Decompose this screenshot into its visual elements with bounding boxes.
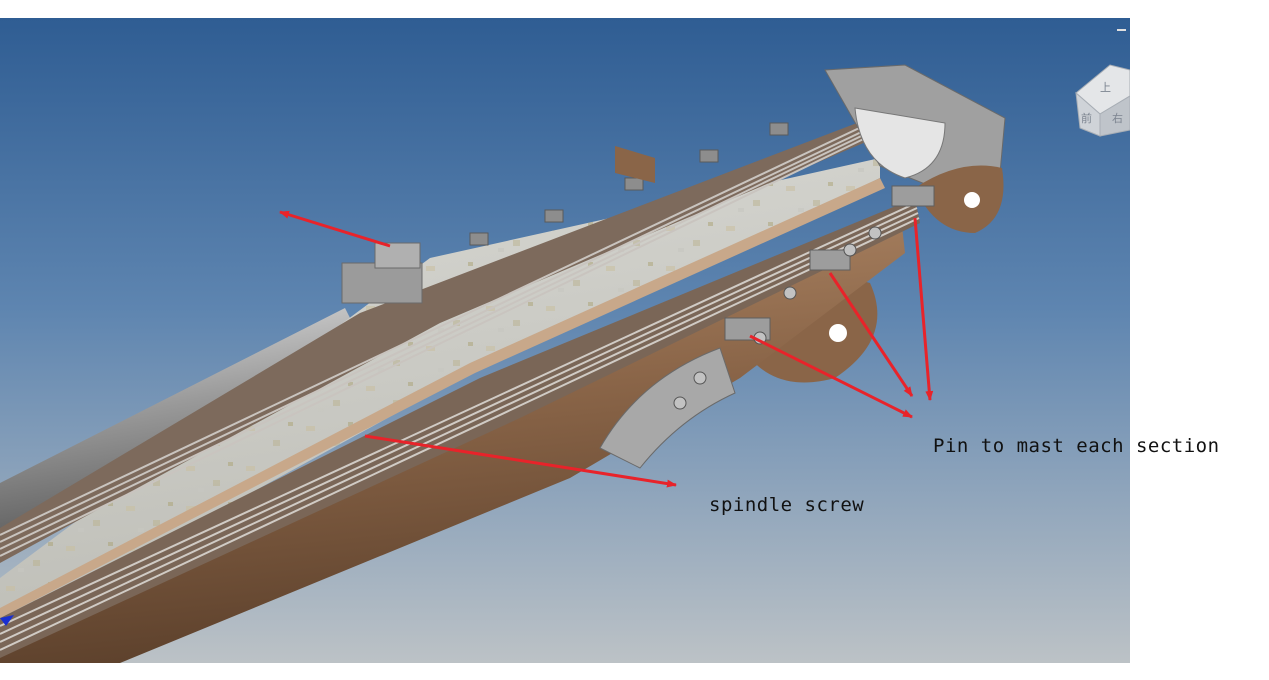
view-cube-top-label: 上 [1100, 81, 1111, 94]
lower-rail-layers [0, 202, 920, 651]
view-cube-front-label: 前 [1081, 111, 1092, 125]
arrow-pin-3 [913, 217, 934, 401]
inner-tube-strip [0, 178, 885, 618]
cad-viewport[interactable]: 上 前 右 [0, 18, 1130, 663]
upper-bracket-fins [615, 146, 655, 183]
upper-rail-assembly [0, 118, 880, 563]
view-cube-right[interactable] [1099, 95, 1130, 137]
coordinate-triad-icon [0, 615, 14, 626]
upper-rail-bolts [469, 122, 789, 246]
end-flange-hole [964, 192, 980, 208]
upper-block [341, 262, 423, 304]
arrow-pin-1 [749, 334, 913, 419]
end-cap-half-bore [854, 107, 946, 179]
upper-block-top [374, 242, 421, 269]
cad-model-view[interactable]: 上 前 右 [0, 18, 1130, 663]
arrow-pin-2 [828, 272, 914, 397]
upper-rail-layers [0, 121, 879, 557]
pin-to-mast-label: Pin to mast each section [933, 435, 1220, 457]
mid-flange-hole [829, 324, 847, 342]
mid-flange [750, 279, 878, 383]
end-flange [915, 165, 1004, 233]
channel-floor-speckle [0, 158, 880, 630]
view-cube[interactable]: 上 前 右 [1075, 64, 1130, 137]
pin-blocks [724, 185, 935, 341]
arrow-spindle-screw [364, 434, 677, 488]
minimize-button[interactable] [1117, 29, 1126, 31]
arrow-upper [279, 210, 391, 248]
spindle-screw-label: spindle screw [709, 494, 865, 516]
view-cube-right-label: 右 [1112, 111, 1123, 125]
